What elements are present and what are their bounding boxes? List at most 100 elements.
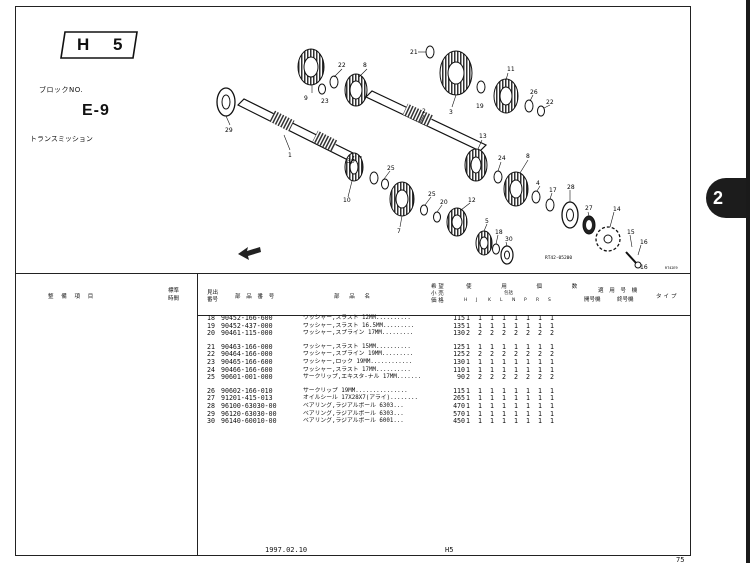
header-applicable: 適 用 号 機 xyxy=(598,288,640,294)
header-price-b: 小 売 xyxy=(431,291,444,297)
qty-p: 1 xyxy=(526,401,530,410)
qty-l: 1 xyxy=(502,401,506,410)
part-number: 96120-63030-00 xyxy=(221,409,277,418)
part-name: サークリップ 19MM............... xyxy=(303,387,408,394)
header-separator xyxy=(197,315,690,316)
qty-n: 1 xyxy=(514,357,518,366)
qty-k: 2 xyxy=(490,329,494,338)
qty-s: 1 xyxy=(550,342,554,351)
page-number: 75 xyxy=(676,556,685,564)
callout-7: 7 xyxy=(397,228,401,235)
qty-l: 1 xyxy=(502,314,506,322)
callout-22b: 22 xyxy=(546,99,554,106)
qty-s: 1 xyxy=(550,321,554,330)
part-number: 90452-437-000 xyxy=(221,321,273,330)
callout-24: 24 xyxy=(498,155,506,162)
footer-code: H5 xyxy=(445,546,454,554)
callout-30b: 30 xyxy=(505,236,513,243)
part-number: 90452-166-600 xyxy=(221,314,273,322)
qty-k: 1 xyxy=(490,386,494,395)
qty-p: 1 xyxy=(526,321,530,330)
callout-1: 1 xyxy=(288,152,292,159)
qty-k: 1 xyxy=(490,342,494,351)
price: 90 xyxy=(457,373,465,382)
qty-p: 2 xyxy=(526,350,530,359)
exploded-diagram-panel: H 5 ブロックNO. E-9 トランスミッション xyxy=(16,7,690,274)
type-n: N xyxy=(512,298,516,303)
callout-13: 13 xyxy=(479,133,487,140)
callout-5: 5 xyxy=(485,218,489,225)
column-divider-1 xyxy=(197,274,198,555)
header-part-number: 部 品 番 号 xyxy=(235,294,277,300)
header-std-time-b: 時間 xyxy=(168,296,180,302)
qty-j: 1 xyxy=(478,342,482,351)
type-p: P xyxy=(524,298,527,303)
qty-p: 1 xyxy=(526,314,530,322)
qty-j: 2 xyxy=(478,329,482,338)
qty-l: 1 xyxy=(502,357,506,366)
qty-j: 1 xyxy=(478,394,482,403)
qty-l: 2 xyxy=(502,329,506,338)
callout-23: 23 xyxy=(321,98,329,105)
price: 125 xyxy=(453,350,465,359)
qty-r: 1 xyxy=(538,314,542,322)
ref-number: 22 xyxy=(207,350,215,359)
qty-j: 1 xyxy=(478,314,482,322)
callout-16a: 16 xyxy=(640,239,648,246)
qty-n: 2 xyxy=(514,329,518,338)
qty-s: 2 xyxy=(550,373,554,382)
qty-k: 1 xyxy=(490,394,494,403)
qty-h: 1 xyxy=(466,357,470,366)
callout-25a: 25 xyxy=(387,165,395,172)
qty-n: 1 xyxy=(514,314,518,322)
bearing-30 xyxy=(500,245,514,265)
callout-15: 15 xyxy=(627,229,635,236)
price: 450 xyxy=(453,417,465,426)
qty-n: 1 xyxy=(514,386,518,395)
price: 570 xyxy=(453,409,465,418)
qty-l: 1 xyxy=(502,417,506,426)
header-from-no: 開号機 xyxy=(584,297,601,303)
block-label: ブロックNO. xyxy=(39,86,84,94)
qty-n: 1 xyxy=(514,401,518,410)
qty-h: 2 xyxy=(466,329,470,338)
header-price-c: 価 格 xyxy=(431,298,444,304)
callout-8a: 8 xyxy=(363,62,367,69)
qty-j: 2 xyxy=(478,350,482,359)
qty-n: 2 xyxy=(514,373,518,382)
section-tag-frame xyxy=(60,31,138,59)
qty-n: 1 xyxy=(514,394,518,403)
section-letter: H xyxy=(77,35,90,54)
qty-l: 1 xyxy=(502,321,506,330)
qty-s: 1 xyxy=(550,409,554,418)
section-tag: H 5 xyxy=(59,30,139,60)
qty-h: 1 xyxy=(466,365,470,374)
price: 470 xyxy=(453,401,465,410)
front-arrow-icon xyxy=(238,247,261,260)
figure-code: RT42-05200 xyxy=(545,255,572,261)
part-name: ベアリング,ラジアルボール 6303... xyxy=(303,410,404,417)
header-service-item: 整 備 項 目 xyxy=(48,294,97,300)
qty-s: 1 xyxy=(550,417,554,426)
qty-s: 1 xyxy=(550,386,554,395)
qty-j: 1 xyxy=(478,386,482,395)
part-name: ベアリング,ラジアルボール 6303... xyxy=(303,402,404,409)
price: 135 xyxy=(453,321,465,330)
qty-j: 1 xyxy=(478,409,482,418)
callout-20: 20 xyxy=(440,199,448,206)
qty-h: 1 xyxy=(466,386,470,395)
qty-h: 1 xyxy=(466,342,470,351)
callout-29: 29 xyxy=(225,127,233,134)
qty-h: 1 xyxy=(466,409,470,418)
qty-p: 1 xyxy=(526,342,530,351)
part-name: オイルシール 17X28X7(アライ)........ xyxy=(303,395,418,402)
qty-k: 2 xyxy=(490,350,494,359)
ref-number: 21 xyxy=(207,342,215,351)
callout-2: 2 xyxy=(422,108,426,115)
callout-12: 12 xyxy=(468,197,476,204)
scan-edge xyxy=(746,0,750,563)
type-j: J xyxy=(476,298,478,303)
callout-11: 11 xyxy=(507,66,515,73)
callout-30a: 30 xyxy=(347,158,355,165)
ref-number: 18 xyxy=(207,314,215,322)
